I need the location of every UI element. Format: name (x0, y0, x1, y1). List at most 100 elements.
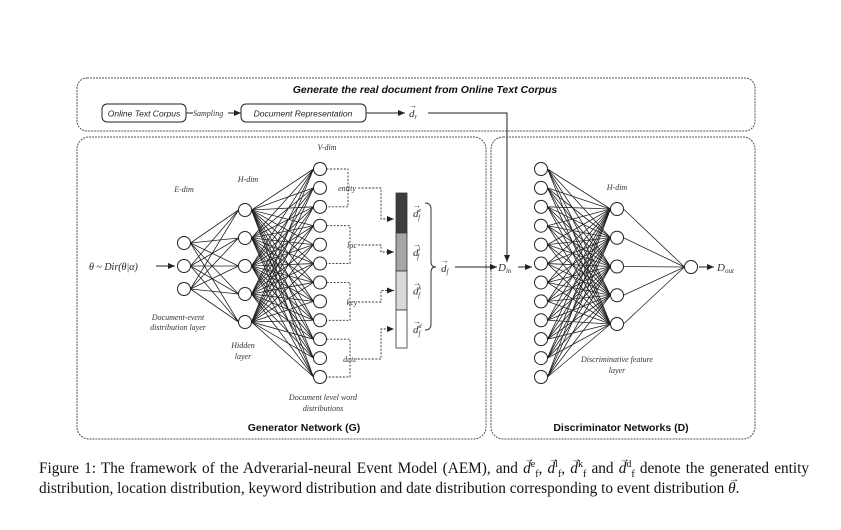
edge-e-h (190, 265, 239, 295)
edge-h-v (251, 187, 314, 239)
svg-text:→: → (441, 256, 449, 265)
edge-h-v (251, 206, 314, 323)
edge-din-dh (547, 187, 611, 210)
edge-din-dh (547, 295, 611, 378)
e-dim-node (177, 282, 191, 296)
edge-din-dh (547, 208, 611, 321)
edge-h-v (251, 263, 314, 295)
online-text-corpus-label: Online Text Corpus (108, 109, 181, 119)
edge-h-v (251, 321, 314, 340)
v-dim-node (313, 162, 327, 176)
edge-h-v (251, 168, 314, 267)
edge-h-v (251, 168, 314, 239)
d-input-node (534, 218, 548, 233)
edge-din-dh (547, 237, 611, 283)
df-segment-l (395, 232, 408, 272)
d-hidden-node (610, 202, 624, 216)
df-segment-e (395, 192, 408, 234)
svg-text:→: → (413, 279, 421, 288)
edge-din-dh (547, 237, 611, 340)
svg-text:→: → (409, 101, 417, 110)
d-input-node (534, 275, 548, 290)
edge-dh-dout (623, 237, 685, 268)
h-dim-node (238, 259, 252, 273)
edge-din-dh (547, 187, 611, 239)
e-dim-node (177, 236, 191, 250)
edge-e-h (190, 265, 239, 290)
real-document-title: Generate the real document from Online T… (293, 84, 558, 96)
edge-h-v (251, 168, 314, 211)
h-dim-node (238, 203, 252, 217)
edge-din-dh (547, 208, 611, 359)
edge-h-v (251, 282, 314, 323)
edge-din-dh (547, 266, 611, 378)
df-segment-k (395, 270, 408, 311)
discriminator-title: Discriminator Networks (D) (553, 422, 688, 434)
dout-label: Dout (716, 262, 735, 275)
edge-din-dh (547, 323, 611, 378)
edge-din-dh (547, 168, 611, 210)
edge-din-dh (547, 266, 611, 340)
discriminator-box (490, 136, 756, 440)
edge-h-v (251, 244, 314, 323)
edge-h-v (251, 206, 314, 295)
edge-h-v (251, 293, 314, 321)
group-bracket-loc (326, 225, 351, 264)
edge-h-v (251, 206, 314, 239)
e-layer-label-1: Document-event (151, 313, 205, 322)
din-label: Din (497, 262, 512, 275)
v-dim-node (313, 275, 327, 290)
edge-h-v (251, 187, 314, 211)
caption-and: and (591, 460, 614, 477)
theta-input-label: θ ~ Dir(θ|α) (89, 262, 138, 273)
group-arrow-entity (358, 187, 394, 222)
svg-text:→: → (413, 317, 421, 326)
edge-h-v (251, 187, 314, 295)
edge-din-dh (547, 208, 611, 378)
group-label-key: key (347, 298, 358, 307)
svg-text:→: → (413, 201, 421, 210)
real-document-box (76, 77, 756, 132)
generator-title: Generator Network (G) (248, 422, 361, 434)
edge-din-dh (547, 208, 611, 283)
d-input-node (534, 370, 548, 384)
group-arrow-key (358, 287, 394, 303)
edge-h-v (251, 293, 314, 302)
v-dim-node (313, 256, 327, 271)
caption-middle: denote the generated entity distribution… (39, 460, 810, 497)
d-input-node (534, 313, 548, 328)
e-layer-label-2: distribution layer (150, 323, 207, 332)
d-input-node (534, 256, 548, 271)
d-hidden-node (610, 317, 624, 331)
group-arrow-date (357, 326, 394, 360)
edge-din-dh (547, 168, 611, 239)
h-dim-label: H-dim (237, 175, 259, 184)
edge-din-dh (547, 266, 611, 359)
df-brace (424, 202, 437, 331)
edge-e-h (190, 288, 239, 295)
edge-h-v (251, 321, 314, 378)
edge-e-h (190, 288, 239, 323)
edge-dh-dout (623, 266, 685, 296)
v-layer-label-2: distributions (303, 404, 343, 413)
edge-h-v (251, 319, 314, 323)
d-hidden-node (610, 259, 624, 274)
group-label-date: date (343, 355, 357, 364)
edge-h-v (251, 225, 314, 323)
edge-din-dh (547, 294, 611, 359)
d-input-node (534, 351, 548, 366)
group-label-entity: entity (338, 184, 356, 193)
d-input-node (534, 294, 548, 309)
group-arrow-loc (358, 244, 394, 255)
edge-h-v (251, 263, 314, 323)
edge-h-v (251, 293, 314, 359)
edge-e-h (190, 209, 239, 290)
v-dim-node (313, 199, 327, 214)
figure-caption: Figure 1: The framework of the Adveraria… (39, 450, 810, 499)
edge-dh-dout (623, 208, 685, 268)
group-bracket-date (326, 338, 351, 378)
edge-din-dh (547, 206, 611, 239)
dr-label: dr (409, 108, 418, 121)
